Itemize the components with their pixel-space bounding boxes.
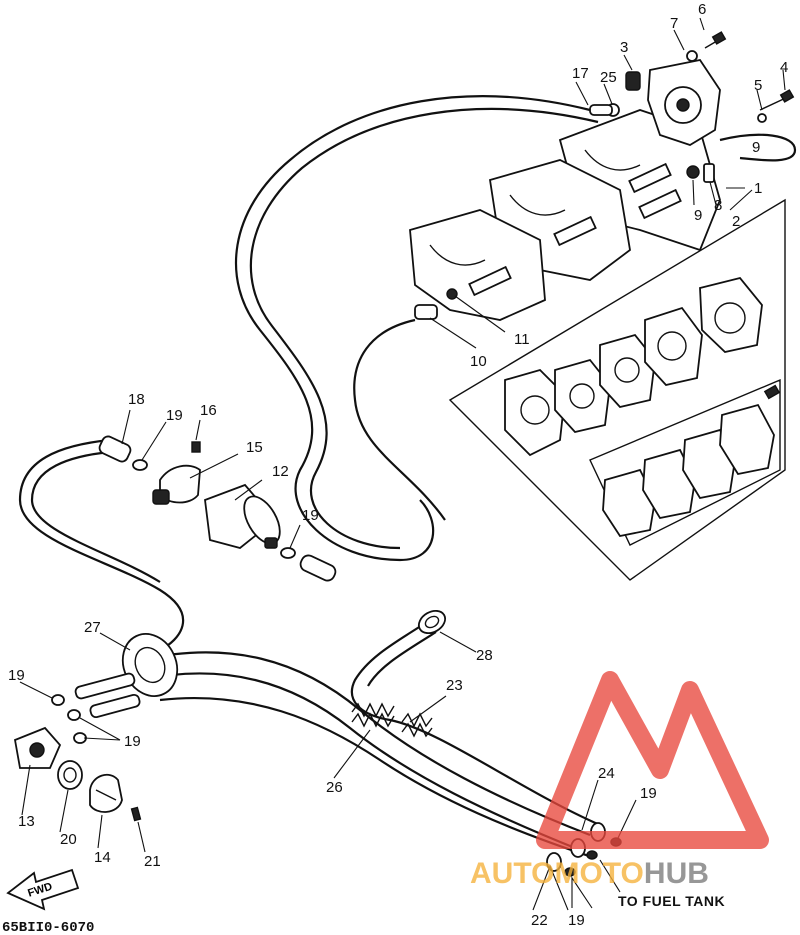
fuel-valve-group [13, 633, 179, 822]
callout-8: 8 [714, 197, 722, 214]
forward-direction-arrow-icon: FWD [6, 868, 80, 911]
svg-text:AUTOMOTOHUB: AUTOMOTOHUB [470, 857, 709, 890]
automotohub-watermark: AUTOMOTOHUB [470, 671, 769, 890]
callout-2: 2 [732, 213, 740, 230]
fuel-filter-group [18, 435, 337, 651]
callout-24: 24 [598, 765, 615, 782]
callout-13: 13 [18, 813, 35, 830]
watermark-triangle-icon [536, 671, 769, 849]
leader-lines [19, 17, 786, 911]
callout-26: 26 [326, 779, 343, 796]
callout-3: 3 [620, 39, 628, 56]
callout-23: 23 [446, 677, 463, 694]
callout-1: 1 [754, 180, 762, 197]
callout-19: 19 [124, 733, 141, 750]
watermark-moto: MOTO [554, 857, 643, 890]
callout-6: 6 [698, 1, 706, 18]
callout-11: 11 [514, 331, 530, 348]
callout-19: 19 [302, 507, 319, 524]
watermark-hub: HUB [644, 857, 709, 890]
callout-17: 17 [572, 65, 589, 82]
diagram-code: 65BII0-6070 [2, 920, 94, 935]
callout-9: 9 [694, 207, 702, 224]
callout-15: 15 [246, 439, 263, 456]
callout-20: 20 [60, 831, 77, 848]
callout-7: 7 [670, 15, 678, 32]
callout-19: 19 [8, 667, 25, 684]
callout-9: 9 [752, 139, 760, 156]
callout-19: 19 [640, 785, 657, 802]
callout-25: 25 [600, 69, 617, 86]
callout-10: 10 [470, 353, 487, 370]
callout-19: 19 [568, 912, 585, 929]
callout-5: 5 [754, 77, 762, 94]
to-fuel-tank-label: TO FUEL TANK [618, 893, 725, 909]
carb-gasket-kit-panel [448, 198, 786, 581]
callout-22: 22 [531, 912, 548, 929]
callout-27: 27 [84, 619, 101, 636]
callout-19: 19 [166, 407, 183, 424]
callout-21: 21 [144, 853, 161, 870]
callout-labels: 1234567899101112131415161718191919191920… [8, 1, 788, 929]
callout-28: 28 [476, 647, 493, 664]
callout-12: 12 [272, 463, 289, 480]
callout-4: 4 [780, 59, 788, 76]
callout-16: 16 [200, 402, 217, 419]
watermark-auto: AUTO [470, 857, 554, 890]
callout-18: 18 [128, 391, 145, 408]
callout-14: 14 [94, 849, 111, 866]
